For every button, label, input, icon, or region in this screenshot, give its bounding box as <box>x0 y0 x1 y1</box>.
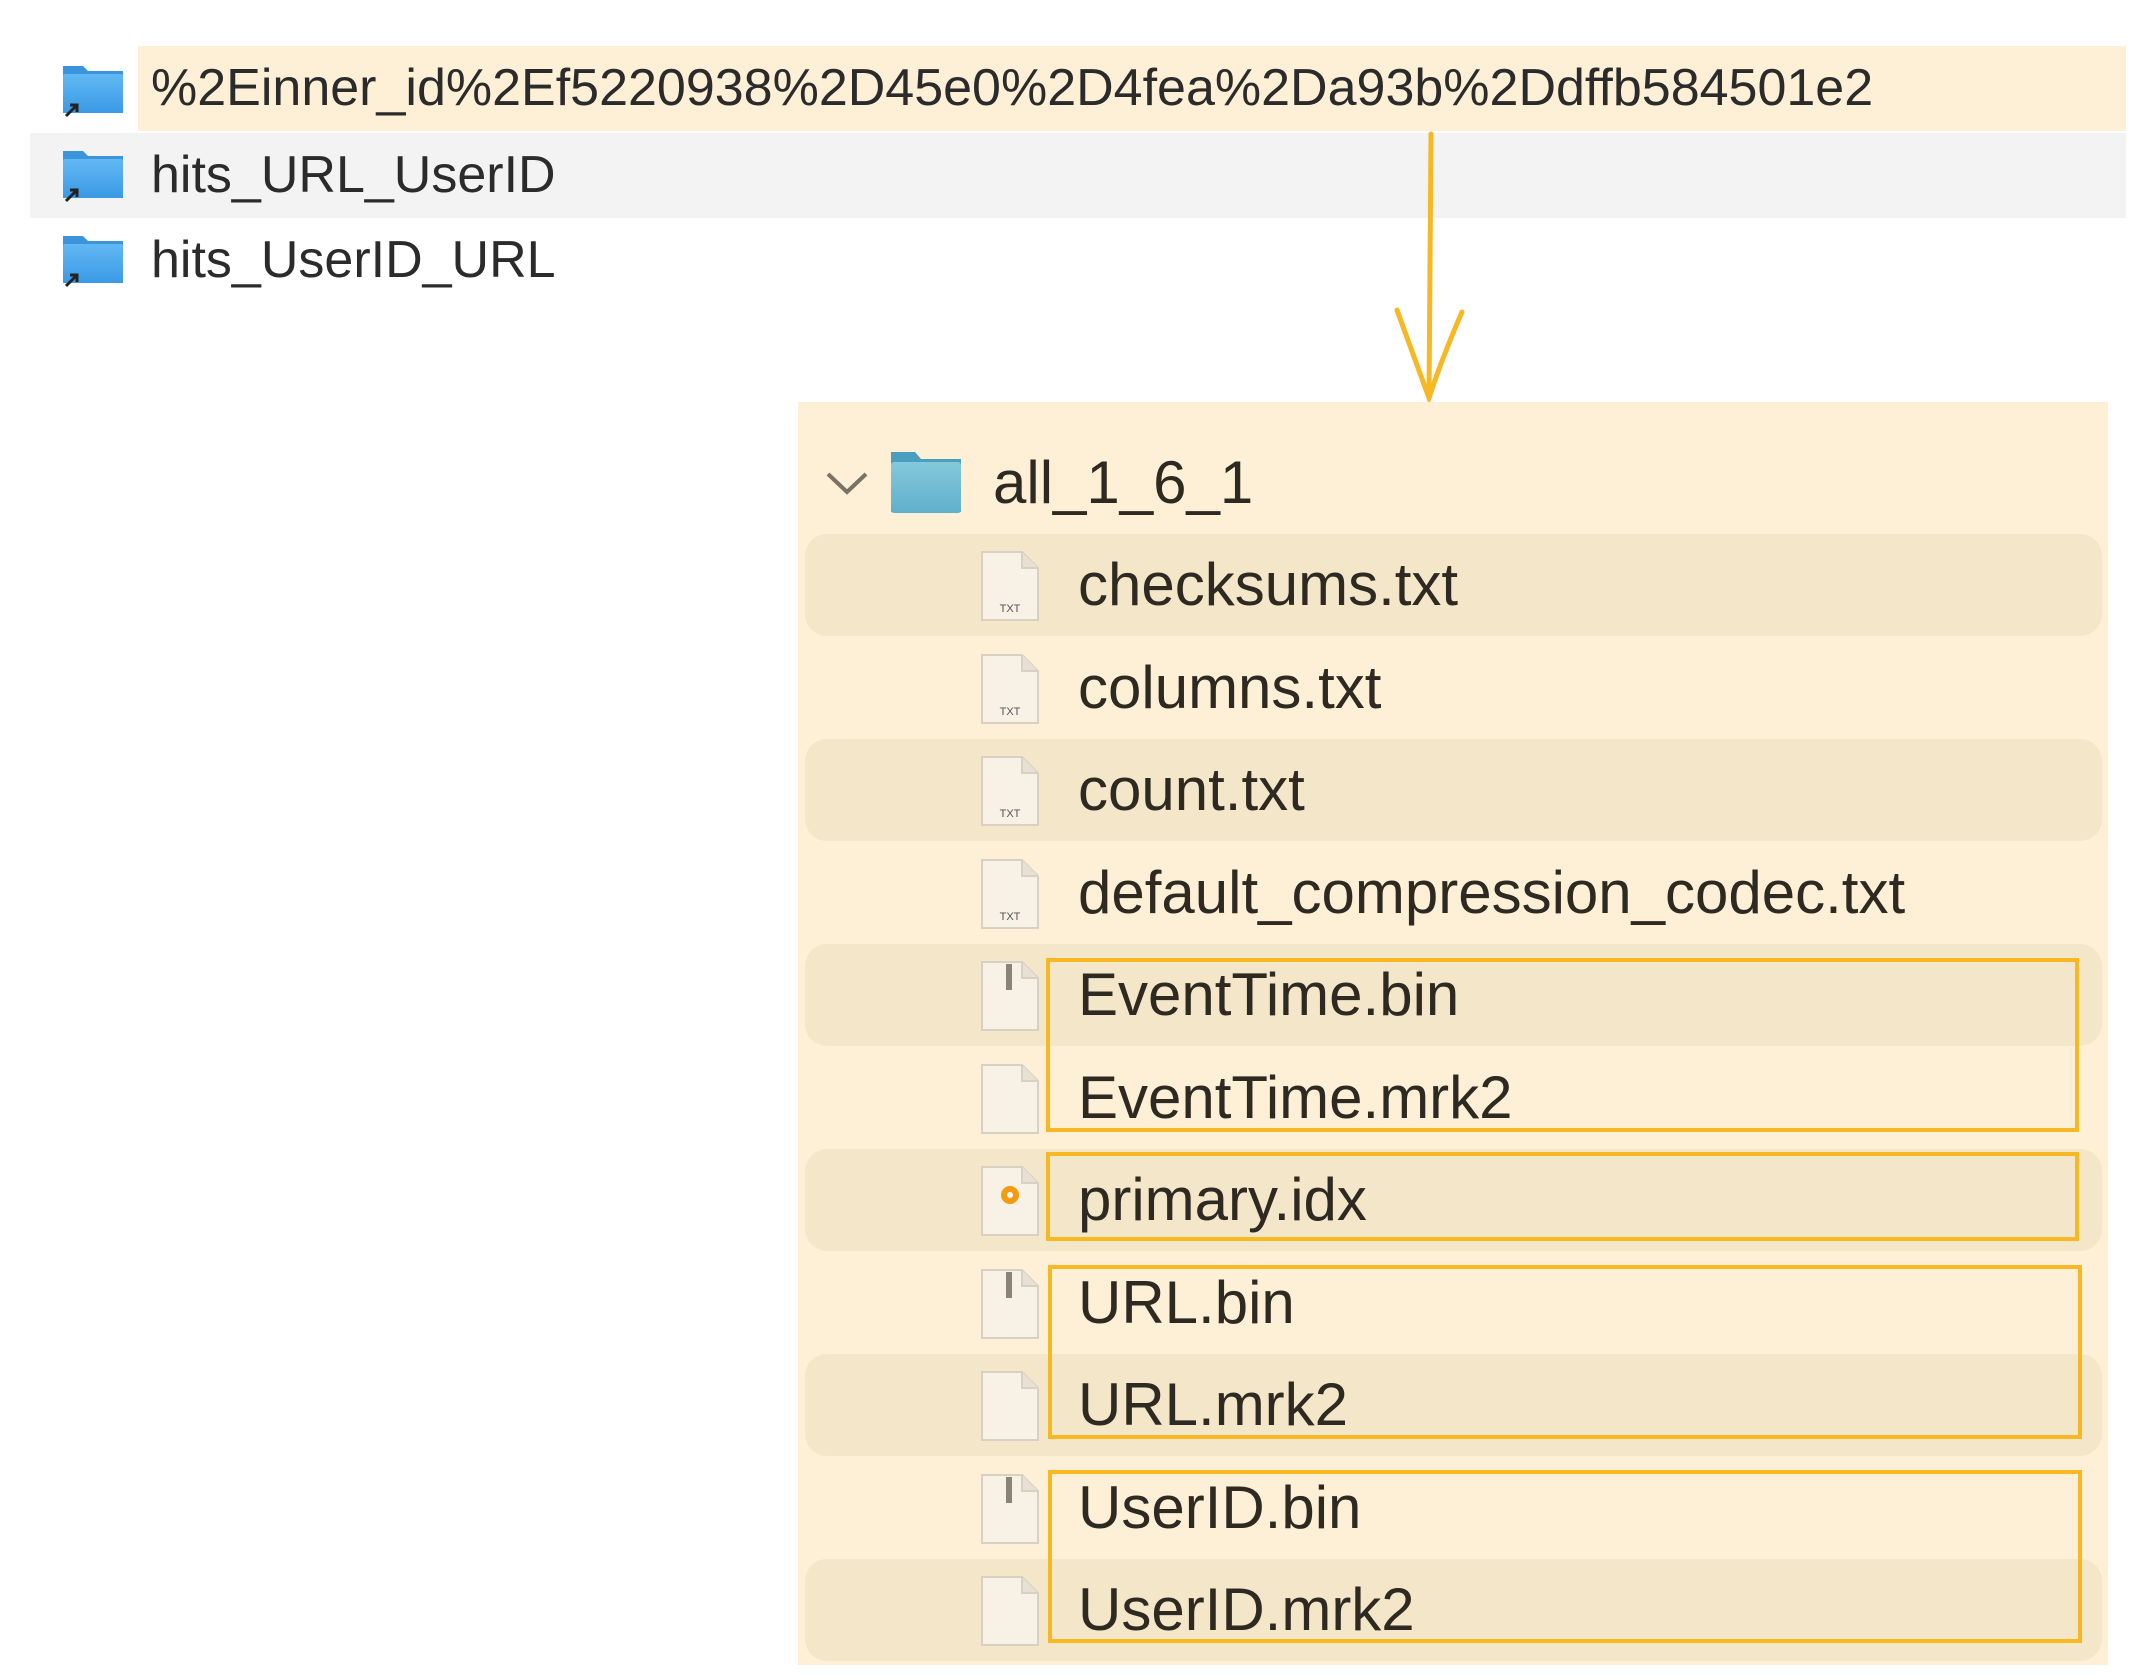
alias-folder-icon <box>63 66 123 118</box>
binary-file-icon <box>981 1473 1039 1544</box>
file-label: URL.mrk2 <box>1078 1371 1349 1438</box>
alias-folder-icon <box>63 151 123 203</box>
file-label: EventTime.mrk2 <box>1078 1063 1513 1131</box>
blank-file-icon <box>981 1371 1039 1441</box>
idx-file-icon <box>981 1166 1039 1236</box>
blank-file-icon <box>981 1063 1039 1134</box>
file-label: EventTime.bin <box>1078 961 1460 1028</box>
folder-label: hits_UserID_URL <box>151 231 556 289</box>
file-row[interactable]: TXT default_compression_codec.txt <box>805 842 2102 944</box>
file-label: UserID.mrk2 <box>1078 1576 1415 1643</box>
alias-folder-icon <box>63 236 123 288</box>
svg-text:TXT: TXT <box>1000 706 1021 718</box>
folder-icon <box>891 452 961 513</box>
chevron-down-icon[interactable] <box>824 468 870 498</box>
txt-file-icon: TXT <box>981 858 1039 929</box>
annotation-arrow <box>1394 131 1465 406</box>
list-item[interactable]: %2Einner_id%2Ef5220938%2D45e0%2D4fea%2Da… <box>138 46 2126 131</box>
annotation-box-url <box>1048 1265 2082 1439</box>
svg-text:TXT: TXT <box>1000 911 1021 923</box>
file-label: primary.idx <box>1078 1166 1367 1233</box>
list-item[interactable]: hits_URL_UserID <box>30 133 2126 218</box>
binary-file-icon <box>981 961 1039 1031</box>
file-row[interactable]: TXT columns.txt <box>805 637 2102 739</box>
file-label: checksums.txt <box>1078 551 1459 618</box>
file-row[interactable]: TXT checksums.txt <box>805 534 2102 636</box>
list-item[interactable]: hits_UserID_URL <box>30 218 2126 303</box>
file-label: URL.bin <box>1078 1268 1295 1336</box>
svg-text:TXT: TXT <box>1000 603 1021 615</box>
file-row[interactable]: UserID.bin <box>805 1457 2102 1559</box>
folder-row[interactable]: all_1_6_1 <box>798 434 2108 531</box>
txt-file-icon: TXT <box>981 756 1039 826</box>
file-row[interactable]: URL.bin <box>805 1252 2102 1354</box>
folder-label: all_1_6_1 <box>993 449 1254 516</box>
file-row[interactable]: UserID.mrk2 <box>805 1559 2102 1661</box>
file-row[interactable]: TXT count.txt <box>805 739 2102 841</box>
annotation-box-primary <box>1046 1152 2079 1241</box>
binary-file-icon <box>981 1268 1039 1339</box>
file-label: columns.txt <box>1078 653 1382 721</box>
file-label: default_compression_codec.txt <box>1078 858 1906 926</box>
file-row[interactable]: EventTime.mrk2 <box>805 1047 2102 1149</box>
annotation-box-userid <box>1048 1470 2082 1643</box>
txt-file-icon: TXT <box>981 551 1039 621</box>
file-label: count.txt <box>1078 756 1305 823</box>
svg-text:TXT: TXT <box>1000 808 1021 820</box>
file-label: UserID.bin <box>1078 1473 1362 1541</box>
file-row[interactable]: URL.mrk2 <box>805 1354 2102 1456</box>
annotation-box-eventtime <box>1046 958 2079 1132</box>
file-row[interactable]: primary.idx <box>805 1149 2102 1251</box>
txt-file-icon: TXT <box>981 653 1039 724</box>
folder-label: hits_URL_UserID <box>151 146 556 204</box>
folder-label: %2Einner_id%2Ef5220938%2D45e0%2D4fea%2Da… <box>151 59 1874 117</box>
blank-file-icon <box>981 1576 1039 1646</box>
